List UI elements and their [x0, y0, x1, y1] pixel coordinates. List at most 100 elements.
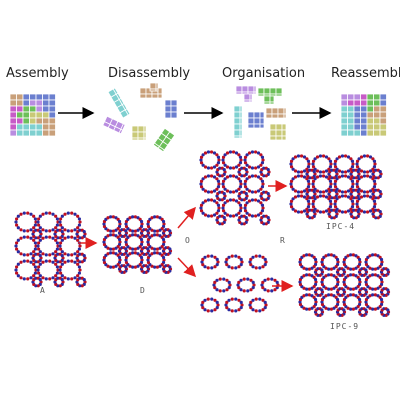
atom [273, 278, 277, 282]
puzzle-tile [281, 129, 287, 137]
puzzle-tile [373, 99, 381, 107]
atom [240, 303, 244, 307]
atom [306, 199, 311, 203]
atom [60, 250, 64, 254]
atom [114, 264, 118, 268]
atom [212, 189, 217, 193]
atom [216, 179, 221, 183]
puzzle-tile [29, 117, 37, 125]
atom [349, 167, 353, 171]
atom [346, 294, 350, 298]
atom [305, 187, 309, 191]
atom [206, 174, 211, 178]
atom [368, 294, 372, 298]
atom [227, 286, 231, 290]
atom [333, 182, 337, 186]
atom [376, 216, 380, 220]
atom [380, 300, 384, 304]
atom [222, 168, 226, 172]
atom [243, 179, 248, 183]
atom [37, 223, 41, 227]
atom [351, 182, 355, 186]
atom [239, 288, 243, 292]
atom [264, 198, 268, 202]
atom [106, 234, 110, 238]
atom [252, 283, 256, 287]
atom [335, 197, 339, 201]
label-disassembly: Disassembly [108, 66, 191, 81]
atom [206, 150, 211, 154]
atom [14, 220, 18, 224]
puzzle-tile [257, 93, 265, 97]
atom [139, 219, 144, 224]
atom [329, 253, 333, 257]
atom [356, 170, 360, 174]
atom [349, 273, 353, 277]
organisation-tile-grid [233, 85, 287, 141]
puzzle-tile [379, 111, 387, 119]
puzzle-tile [269, 95, 275, 103]
atom [118, 222, 122, 226]
atom [37, 241, 41, 245]
atom [78, 220, 82, 224]
atom [225, 175, 230, 179]
atom [291, 187, 295, 191]
atom [41, 252, 45, 256]
label-reassembly: Reassembly [331, 66, 400, 81]
atom [327, 287, 331, 291]
atom [22, 259, 26, 263]
atom [33, 247, 37, 251]
atom [19, 260, 23, 264]
atom [136, 264, 140, 268]
atom [26, 277, 30, 281]
atom [161, 255, 166, 260]
atom [168, 247, 172, 251]
atom [365, 154, 370, 158]
atom [313, 277, 318, 282]
atom [250, 166, 255, 170]
atom [364, 260, 368, 264]
atom [251, 308, 255, 312]
atom [237, 211, 241, 215]
atom [313, 157, 317, 161]
atom [343, 170, 348, 174]
atom [263, 306, 267, 310]
atom [329, 182, 333, 186]
atom [203, 165, 208, 169]
atom [243, 185, 248, 189]
puzzle-tile [42, 99, 50, 107]
puzzle-tile [155, 88, 159, 92]
atom [310, 176, 314, 180]
atom [227, 308, 231, 312]
scattered-piece [102, 115, 126, 135]
atom [80, 260, 84, 264]
atom [335, 297, 340, 302]
atom [379, 277, 384, 282]
puzzle-tile [9, 111, 17, 119]
atom [335, 177, 339, 181]
atom [340, 210, 345, 214]
atom [48, 259, 52, 263]
atom [234, 189, 239, 193]
atom [213, 308, 217, 312]
atom [206, 166, 211, 170]
atom [293, 155, 298, 159]
atom [216, 303, 220, 307]
atom [327, 167, 331, 171]
atom [63, 260, 67, 264]
puzzle-tile [48, 123, 56, 131]
scattered-piece [131, 125, 147, 141]
atom [376, 266, 380, 270]
puzzle-tile [366, 105, 374, 113]
puzzle-tile [16, 129, 24, 137]
atom [15, 247, 19, 251]
atom [60, 230, 64, 234]
atom [378, 190, 382, 194]
atom [19, 212, 23, 216]
atom [201, 306, 205, 310]
atom [111, 229, 115, 233]
atom [357, 297, 362, 302]
atom [296, 194, 301, 198]
atom [373, 182, 377, 186]
atom [258, 309, 262, 313]
